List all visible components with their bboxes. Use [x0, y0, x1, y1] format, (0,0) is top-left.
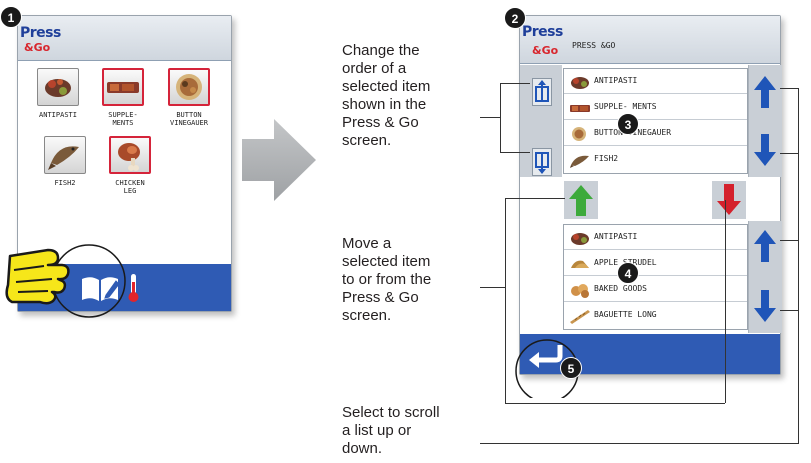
- screen2-bottom-bar: [520, 334, 780, 374]
- button-vinegauer-icon: [176, 74, 202, 100]
- list-item[interactable]: ANTIPASTI: [564, 69, 747, 94]
- chicken-leg-icon: [118, 143, 140, 171]
- arrow-up-icon: [754, 76, 776, 108]
- screen2-title: PRESS &GO: [572, 41, 616, 50]
- flow-arrow-icon: [242, 119, 316, 201]
- arrow-up-icon: [754, 230, 776, 262]
- pointing-hand-icon: [5, 248, 70, 305]
- caption-change-order: Change the order of a selected item show…: [342, 42, 431, 149]
- leader-scroll-2: [780, 153, 798, 154]
- press-and-go-edit-screen: Press &Go PRESS &GO ANTIPASTI SUPPLE- ME…: [519, 15, 782, 375]
- bottom-list-scroll-up-button[interactable]: [750, 226, 780, 266]
- order-up-button[interactable]: [532, 78, 552, 106]
- logo-go-text: &Go: [532, 44, 559, 57]
- move-up-icon: [569, 185, 593, 216]
- leader-order-stem: [480, 117, 500, 118]
- logo-go-text: &Go: [24, 41, 51, 54]
- tile-label-chicken-leg: CHICKEN LEG: [115, 179, 145, 195]
- thermometer-icon[interactable]: [126, 272, 140, 304]
- list-item[interactable]: BAGUETTE LONG: [564, 303, 747, 328]
- press-and-go-list: ANTIPASTI SUPPLE- MENTS BUTTON VINEGAUER…: [563, 68, 748, 174]
- baked-goods-icon: [571, 284, 589, 298]
- callout-badge-5: 5: [560, 357, 582, 379]
- arrow-down-icon: [754, 290, 776, 322]
- supplements-icon: [570, 105, 590, 112]
- leader-move-stem: [480, 287, 505, 288]
- tile-button-vinegauer[interactable]: [168, 68, 210, 106]
- logo-press-text: Press: [522, 24, 563, 40]
- supplements-icon: [107, 82, 139, 93]
- callout-badge-4: 4: [617, 262, 639, 284]
- leader-scroll-bracket: [798, 88, 799, 444]
- tile-antipasti[interactable]: [37, 68, 79, 106]
- reorder-up-icon: [535, 80, 549, 102]
- callout-badge-3: 3: [617, 113, 639, 135]
- caption-move-item: Move a selected item to or from the Pres…: [342, 235, 432, 324]
- fish-icon: [48, 146, 79, 170]
- tile-fish2[interactable]: [44, 136, 86, 174]
- tile-label-supplements: SUPPLE- MENTS: [108, 111, 138, 127]
- top-list-scroll-up-button[interactable]: [750, 72, 780, 112]
- tile-label-fish2: FISH2: [54, 179, 76, 187]
- leader-order-bottom: [500, 152, 530, 153]
- order-down-button[interactable]: [532, 148, 552, 176]
- logo-press-text: Press: [20, 25, 61, 41]
- fish-icon: [570, 155, 589, 168]
- leader-order-bracket: [500, 83, 501, 153]
- leader-scroll-1: [780, 88, 798, 89]
- top-list-scroll-down-button[interactable]: [750, 130, 780, 170]
- screen1-header: Press &Go: [18, 16, 231, 61]
- callout-badge-1: 1: [0, 6, 22, 28]
- tile-label-button-vinegauer: BUTTON VINEGAUER: [170, 111, 208, 127]
- move-down-icon: [717, 184, 741, 215]
- callout-badge-2: 2: [504, 7, 526, 29]
- bottom-list-scroll-down-button[interactable]: [750, 286, 780, 326]
- all-items-list: ANTIPASTI APPLE STRUDEL BAKED GOODS BAGU…: [563, 224, 748, 330]
- caption-scroll-list: Select to scroll a list up or down.: [342, 404, 440, 457]
- list-item[interactable]: BUTTON VINEGAUER: [564, 121, 747, 146]
- antipasti-icon: [45, 79, 71, 97]
- list-item[interactable]: FISH2: [564, 147, 747, 172]
- list-item[interactable]: SUPPLE- MENTS: [564, 95, 747, 120]
- arrow-down-icon: [754, 134, 776, 166]
- leader-move-right: [725, 200, 726, 403]
- list-item[interactable]: APPLE STRUDEL: [564, 251, 747, 276]
- list-item[interactable]: BAKED GOODS: [564, 277, 747, 302]
- leader-move-top: [505, 198, 565, 199]
- baguette-icon: [570, 310, 590, 324]
- antipasti-icon: [571, 233, 589, 245]
- leader-order-top: [500, 83, 530, 84]
- press-and-go-edit-icon[interactable]: [80, 275, 120, 303]
- screen1-touch-highlight: [5, 244, 126, 318]
- leader-scroll-3: [780, 240, 798, 241]
- leader-scroll-stem: [480, 443, 798, 444]
- tile-chicken-leg[interactable]: [109, 136, 151, 174]
- reorder-down-icon: [535, 152, 549, 174]
- move-down-button[interactable]: [712, 181, 746, 219]
- button-vinegauer-icon: [572, 127, 586, 141]
- back-arrow-icon[interactable]: [526, 342, 566, 368]
- tile-label-antipasti: ANTIPASTI: [39, 111, 77, 119]
- screen2-header: Press &Go PRESS &GO: [520, 16, 780, 64]
- list-item[interactable]: ANTIPASTI: [564, 225, 747, 250]
- leader-scroll-4: [780, 310, 798, 311]
- antipasti-icon: [571, 77, 589, 89]
- leader-move-bracket: [505, 198, 506, 403]
- leader-move-bottom: [505, 403, 725, 404]
- move-up-button[interactable]: [564, 181, 598, 219]
- tile-supplements[interactable]: [102, 68, 144, 106]
- apple-strudel-icon: [571, 260, 589, 268]
